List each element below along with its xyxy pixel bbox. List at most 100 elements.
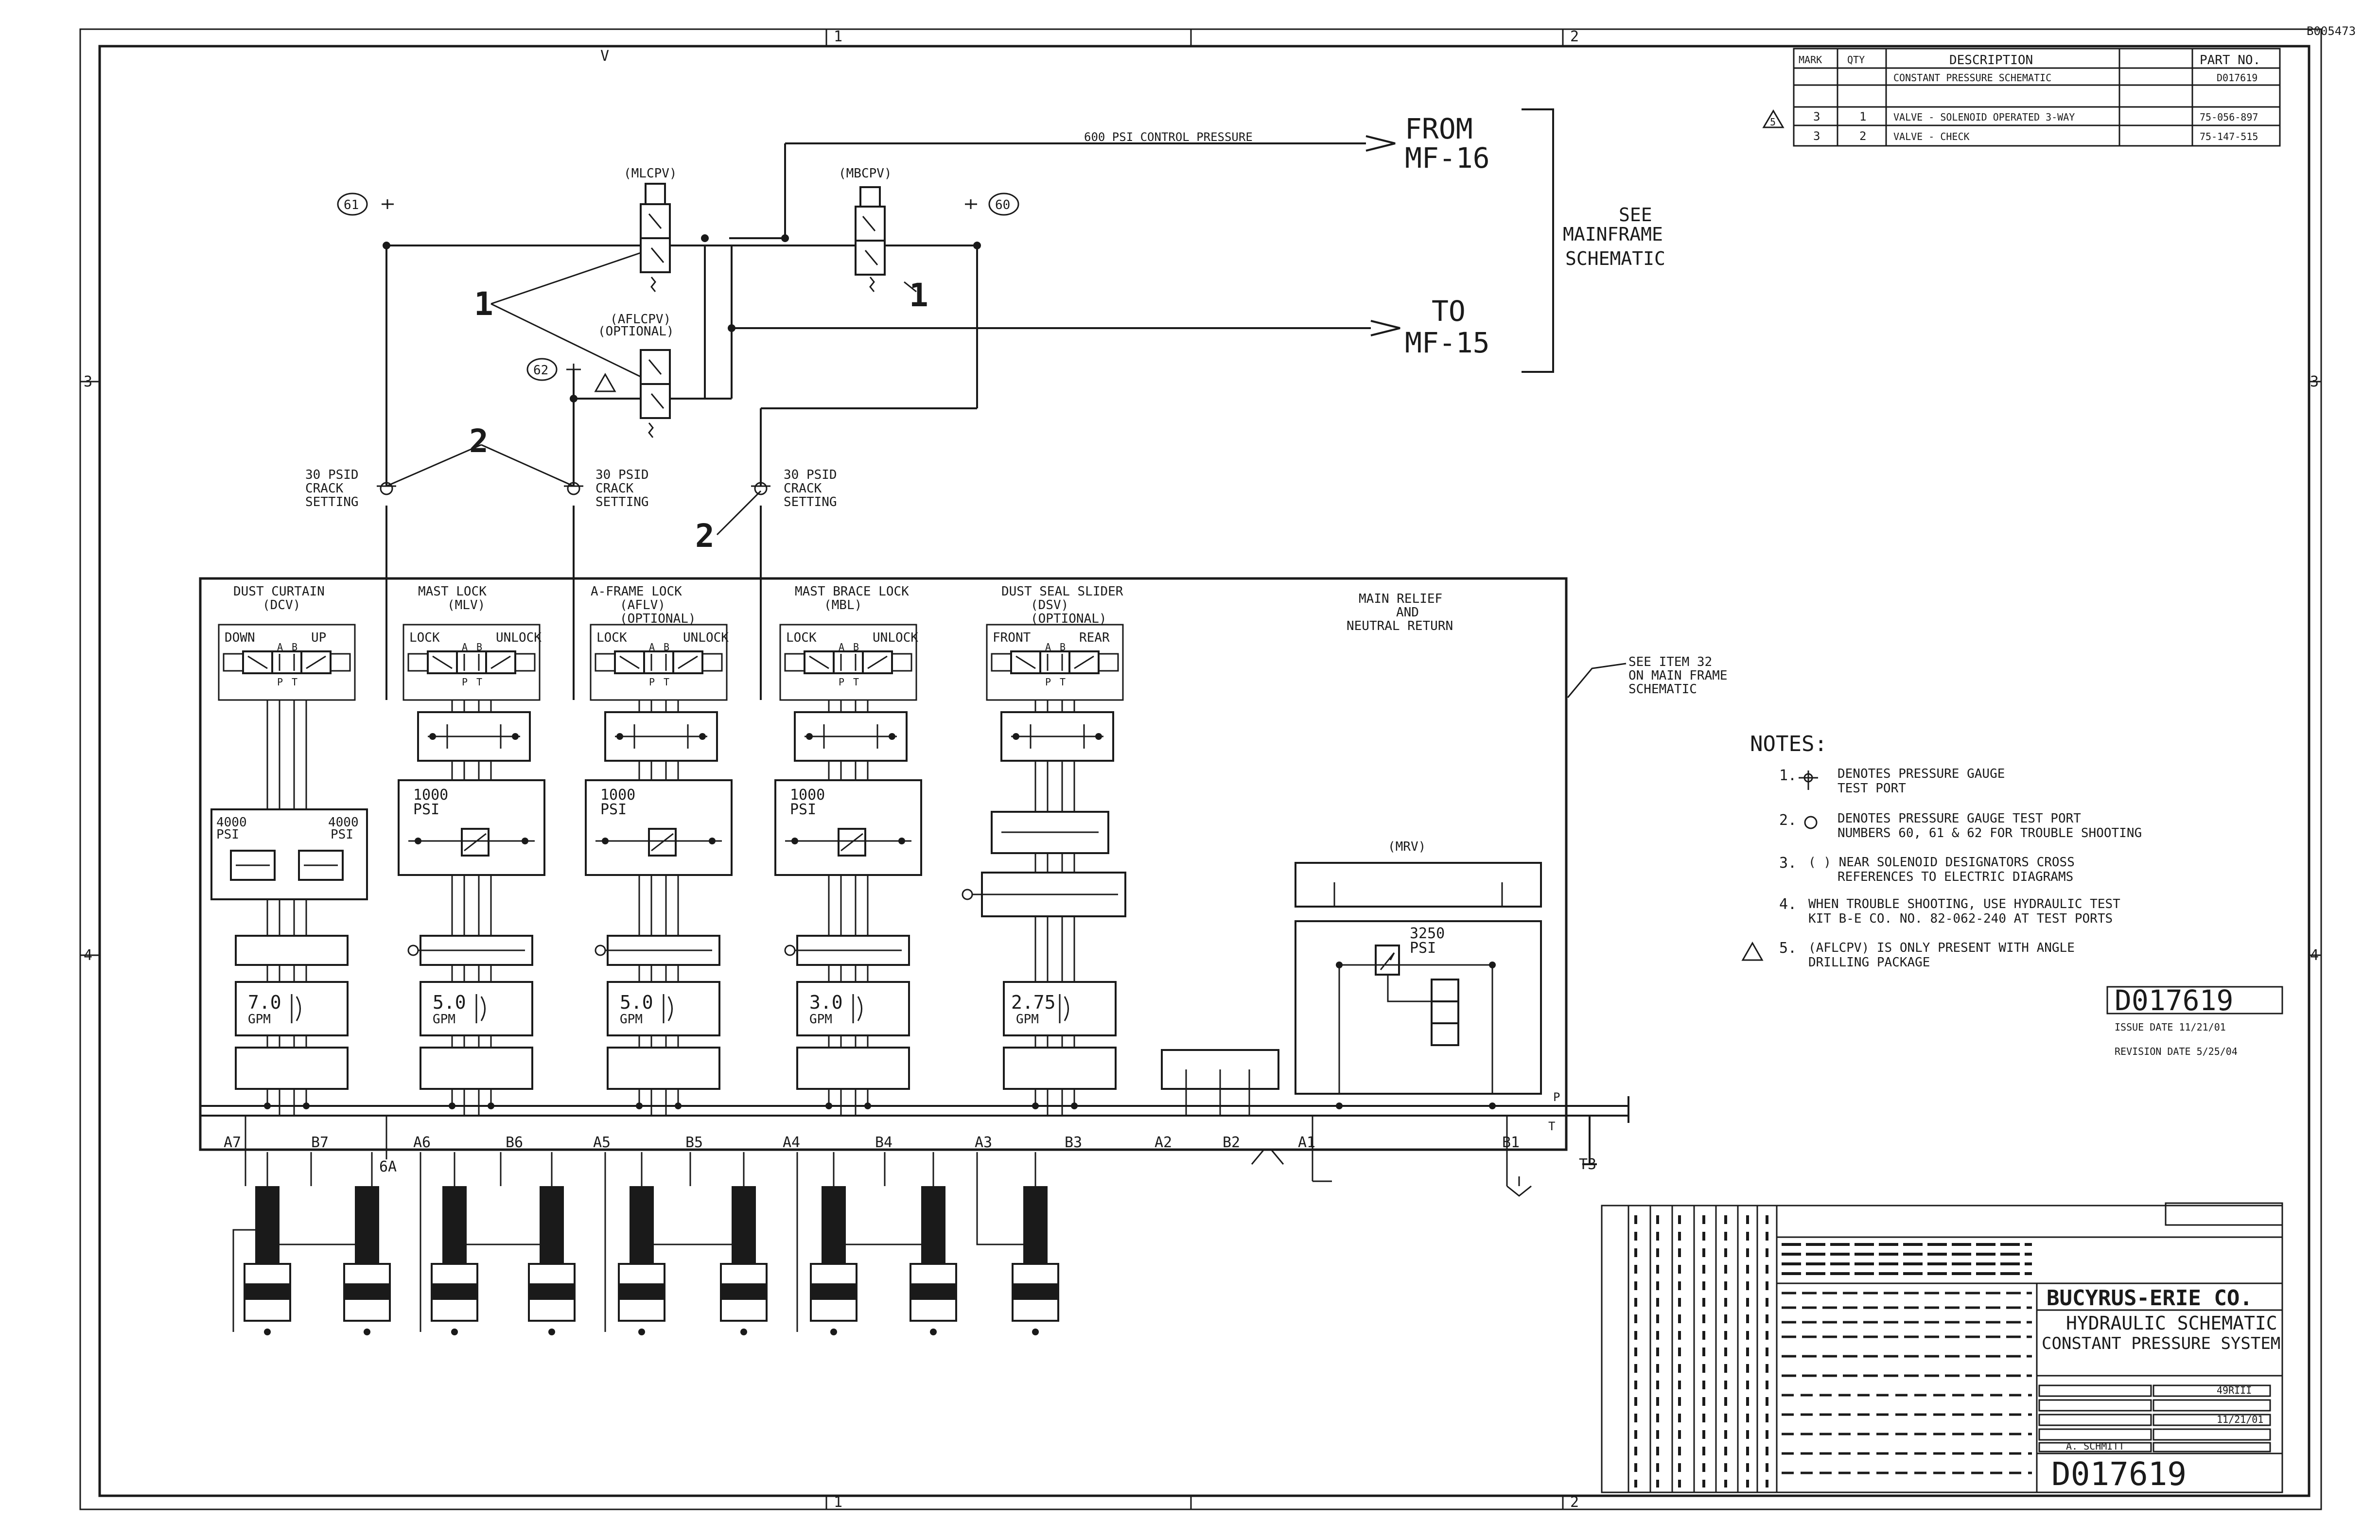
note-1-line-2: TEST PORT xyxy=(1838,781,1906,796)
zone-left-3: 3 xyxy=(84,373,92,390)
hydraulic-cylinder-9 xyxy=(1012,1186,1059,1335)
check-valve-1-line-2: CRACK xyxy=(305,481,344,496)
section-2-flow-value: 5.0 xyxy=(433,992,466,1013)
parts-row-2-qty: 1 xyxy=(1859,110,1866,123)
rail-label-p: P xyxy=(1553,1090,1560,1104)
valve-mbcpv-label: (MBCPV) xyxy=(839,166,892,181)
zone-top-2: 2 xyxy=(1570,28,1579,45)
section-2-flow-unit: GPM xyxy=(433,1012,455,1027)
section-1-position-a: DOWN xyxy=(225,630,255,645)
title-block-model: 49RIII xyxy=(2217,1384,2252,1396)
section-4-port-t: T xyxy=(853,676,859,688)
section-1-port-b: B xyxy=(292,641,298,653)
section-1-port-t: T xyxy=(292,676,298,688)
port-label-a5: A5 xyxy=(593,1134,611,1151)
hydraulic-cylinder-5 xyxy=(618,1186,665,1335)
notes-heading: NOTES: xyxy=(1750,732,1827,756)
revision-triangle-icon xyxy=(1762,109,1785,128)
parts-table: MARK QTY DESCRIPTION PART NO. CONSTANT P… xyxy=(1762,48,2281,147)
zone-bottom-1: 1 xyxy=(834,1494,842,1511)
section-5-port-p: P xyxy=(1045,676,1051,688)
section-3-relief-unit: PSI xyxy=(600,801,627,818)
check-valve-2 xyxy=(564,482,583,495)
port-label-b6: B6 xyxy=(506,1134,523,1151)
see-item-line-2: ON MAIN FRAME xyxy=(1628,668,1728,683)
section-1-position-b: UP xyxy=(311,630,326,645)
hydraulic-cylinder-2 xyxy=(343,1186,391,1335)
section-4-port-a: A xyxy=(839,641,844,653)
section-1-relief-right-unit: PSI xyxy=(331,827,353,842)
parts-row-1-description: CONSTANT PRESSURE SCHEMATIC xyxy=(1893,72,2051,84)
section-1-relief-right-value: 4000 xyxy=(328,815,359,830)
section-3-title-1: A-FRAME LOCK xyxy=(591,584,682,599)
note-5-num: 5. xyxy=(1779,940,1797,957)
section-1-relief-left-unit: PSI xyxy=(216,827,239,842)
port-label-b7: B7 xyxy=(311,1134,329,1151)
issue-date: ISSUE DATE 11/21/01 xyxy=(2115,1021,2226,1033)
zone-right-4: 4 xyxy=(2310,947,2319,964)
parts-row-2-mark: 3 xyxy=(1813,110,1820,123)
port-label-a7: A7 xyxy=(224,1134,241,1151)
section-4-title-2: (MBL) xyxy=(824,598,862,612)
section-3-port-a: A xyxy=(649,641,655,653)
revision-triangle-icon xyxy=(1741,941,1764,961)
section-2-title-2: (MLV) xyxy=(447,598,485,612)
hydraulic-cylinder-4 xyxy=(528,1186,576,1335)
hydraulic-cylinder-3 xyxy=(431,1186,478,1335)
note-1-line-1: DENOTES PRESSURE GAUGE xyxy=(1838,767,2005,781)
parts-header-description: DESCRIPTION xyxy=(1949,53,2033,68)
control-pressure-circuit xyxy=(383,108,1554,536)
drawing-code: B005473 xyxy=(2307,24,2356,38)
valve-aflcpv-label: (AFLCPV) xyxy=(610,312,671,327)
section-2-position-b: UNLOCK xyxy=(496,630,542,645)
zone-left-4: 4 xyxy=(84,947,92,964)
check-valve-3 xyxy=(751,482,770,495)
title-block-date: 11/21/01 xyxy=(2217,1414,2263,1425)
callout-2-top: 2 xyxy=(469,422,489,460)
port-label-a6: A6 xyxy=(413,1134,431,1151)
section-3-relief-value: 1000 xyxy=(600,787,635,804)
check-valve-3-line-3: SETTING xyxy=(784,495,837,509)
section-4-port-p: P xyxy=(839,676,844,688)
svg-text:60: 60 xyxy=(995,198,1010,212)
note-3-line-1: ( ) NEAR SOLENOID DESIGNATORS CROSS xyxy=(1808,855,2075,870)
to-ref-label: MF-15 xyxy=(1405,326,1490,359)
section-3-flow-value: 5.0 xyxy=(620,992,653,1013)
hydraulic-cylinder-1 xyxy=(244,1186,291,1335)
section-1-title-2: (DCV) xyxy=(262,598,300,612)
main-relief-title-2: AND xyxy=(1396,605,1419,620)
port-label-b5: B5 xyxy=(685,1134,703,1151)
section-5-port-b: B xyxy=(1060,641,1066,653)
port-label-a4: A4 xyxy=(783,1134,800,1151)
section-4-flow-unit: GPM xyxy=(809,1012,832,1027)
note-3-line-2: REFERENCES TO ELECTRIC DIAGRAMS xyxy=(1838,870,2073,884)
section-5-flow-unit: GPM xyxy=(1016,1012,1039,1027)
zone-top-1: 1 xyxy=(834,28,842,45)
callout-1-left: 1 xyxy=(474,285,493,323)
note-5-line-1: (AFLCPV) IS ONLY PRESENT WITH ANGLE xyxy=(1808,941,2075,955)
port-label-b2: B2 xyxy=(1223,1134,1240,1151)
from-label: FROM xyxy=(1405,112,1473,145)
parts-row-3-mark: 3 xyxy=(1813,129,1820,143)
section-5-port-t: T xyxy=(1060,676,1066,688)
section-3-position-b: UNLOCK xyxy=(683,630,729,645)
callout-2-lower: 2 xyxy=(695,517,715,555)
section-3-port-b: B xyxy=(664,641,669,653)
section-5-title-1: DUST SEAL SLIDER xyxy=(1001,584,1123,599)
section-5-title-2: (DSV) xyxy=(1031,598,1068,612)
hydraulic-cylinder-8 xyxy=(910,1186,957,1335)
main-relief-title-1: MAIN RELIEF xyxy=(1359,592,1442,606)
section-2-port-b: B xyxy=(476,641,482,653)
check-valve-3-line-2: CRACK xyxy=(784,481,822,496)
from-ref-label: MF-16 xyxy=(1405,141,1490,175)
section-3-flow-unit: GPM xyxy=(620,1012,643,1027)
section-1-flow-value: 7.0 xyxy=(248,992,281,1013)
gauge-port-60: 60 xyxy=(965,192,1019,216)
valve-mlcpv-label: (MLCPV) xyxy=(624,166,677,181)
section-3-title-2: (AFLV) xyxy=(620,598,665,612)
see-item-line-1: SEE ITEM 32 xyxy=(1628,655,1712,669)
see-mainframe-line-3: SCHEMATIC xyxy=(1565,248,1665,269)
